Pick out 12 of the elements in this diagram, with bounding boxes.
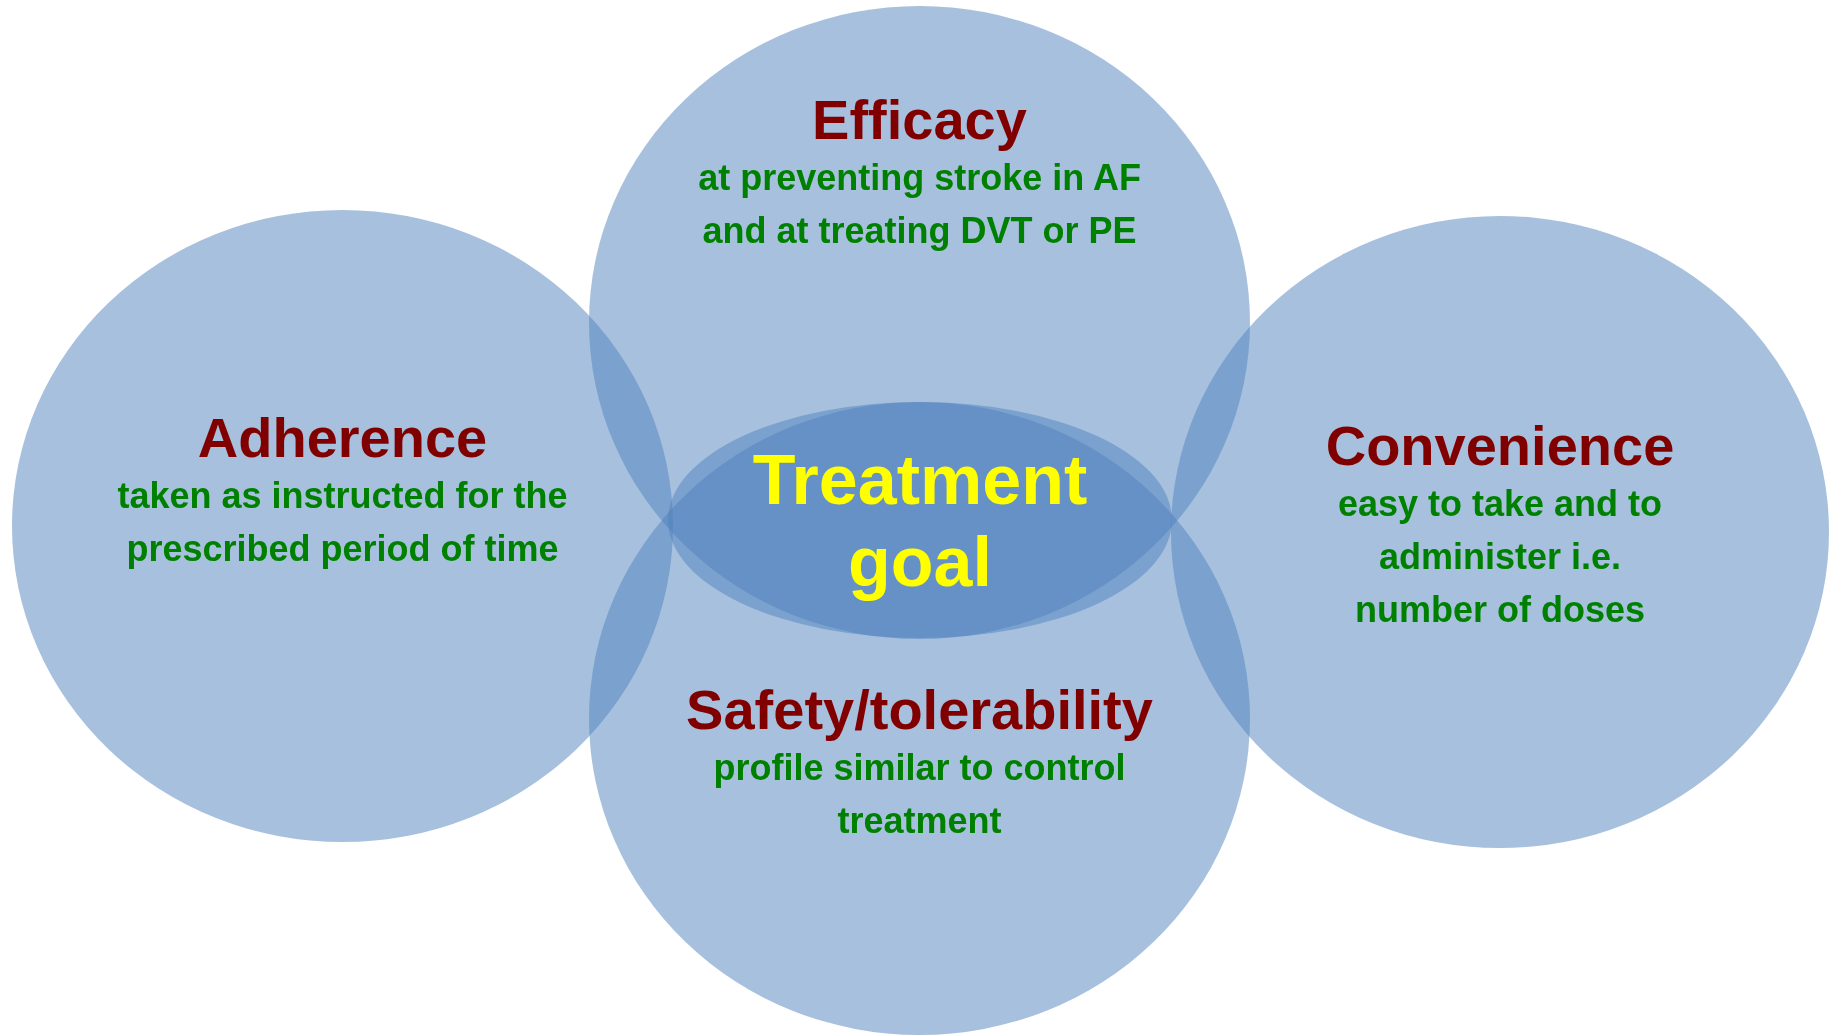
venn-circle (1171, 216, 1829, 848)
circle-heading: Adherence (197, 406, 488, 471)
circle-heading: Efficacy (812, 88, 1027, 153)
circle-description: profile similar to control treatment (712, 746, 1127, 844)
circle-heading: Convenience (1325, 414, 1675, 479)
circle-description: easy to take and to administer i.e. number of doses (1336, 482, 1664, 633)
venn-circle (589, 402, 1250, 1035)
center-title: Treatment goal (751, 440, 1089, 603)
venn-circle (12, 210, 673, 842)
circle-heading: Safety/tolerability (686, 678, 1153, 743)
circle-description: at preventing stroke in AF and at treating DVT or PE (697, 156, 1142, 254)
circle-description: taken as instructed for the prescribed period of time (116, 474, 569, 572)
